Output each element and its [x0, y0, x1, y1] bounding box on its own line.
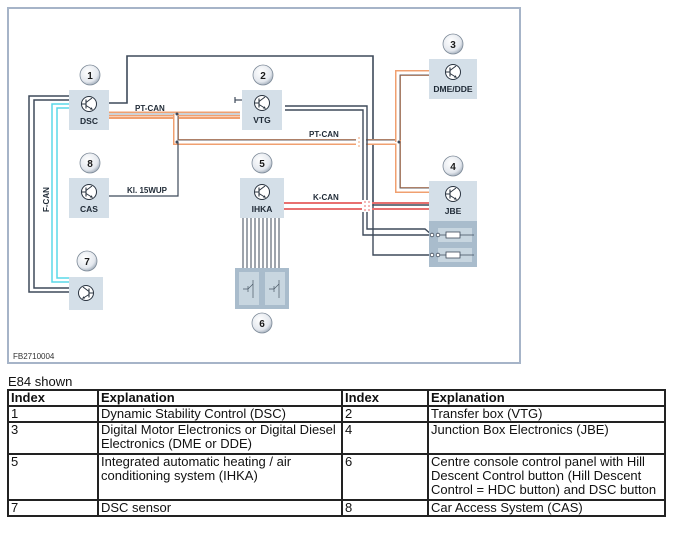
- transistor-icon: [444, 185, 462, 203]
- network-diagram: DSC VTG DME/DDE JBE: [7, 7, 521, 364]
- table-row: 3 Digital Motor Electronics or Digital D…: [7, 421, 666, 455]
- svg-text:1: 1: [87, 71, 93, 82]
- cell-index: 6: [341, 453, 429, 501]
- header-explanation: Explanation: [97, 389, 343, 407]
- cell-index: 3: [7, 421, 99, 455]
- module-label: DME/DDE: [433, 84, 473, 94]
- module-label: VTG: [253, 115, 271, 125]
- fuse-icon: [429, 248, 474, 262]
- index-bubble-8: 8: [79, 152, 101, 174]
- bus-label-k-can: K-CAN: [313, 193, 339, 202]
- wire-kl15wup: [109, 142, 179, 197]
- cell-index: 7: [7, 499, 99, 517]
- figure-id: FB2710004: [13, 352, 55, 361]
- bus-label-pt-can: PT-CAN: [135, 104, 165, 113]
- svg-text:6: 6: [259, 319, 265, 330]
- figure-caption: E84 shown: [8, 374, 73, 389]
- header-index: Index: [341, 389, 429, 407]
- cell-index: 8: [341, 499, 429, 517]
- fuse-icon: [429, 228, 474, 242]
- index-bubble-7: 7: [76, 250, 98, 272]
- module-jbe: JBE: [429, 181, 477, 267]
- cell-explanation: Integrated automatic heating / air condi…: [97, 453, 343, 501]
- table-row: 5 Integrated automatic heating / air con…: [7, 453, 666, 501]
- cell-explanation: DSC sensor: [97, 499, 343, 517]
- module-dsc-sensor: [69, 277, 103, 310]
- svg-text:2: 2: [260, 71, 266, 82]
- cell-explanation: Car Access System (CAS): [427, 499, 666, 517]
- module-dsc: DSC: [69, 90, 109, 130]
- cell-explanation: Dynamic Stability Control (DSC): [97, 405, 343, 423]
- bus-label-f-can: F-CAN: [42, 187, 51, 212]
- cell-index: 4: [341, 421, 429, 455]
- svg-text:3: 3: [450, 40, 456, 51]
- module-label: JBE: [445, 206, 462, 216]
- module-dme-dde: DME/DDE: [429, 59, 477, 99]
- module-centre-console-panel: [235, 268, 289, 309]
- bus-label-pt-can: PT-CAN: [309, 130, 339, 139]
- wire-vtg-jbe: [285, 105, 433, 236]
- cell-explanation: Transfer box (VTG): [427, 405, 666, 423]
- table-row: 1 Dynamic Stability Control (DSC) 2 Tran…: [7, 405, 666, 423]
- module-label: DSC: [80, 116, 98, 126]
- wires: [28, 55, 433, 293]
- bus-label-kl15wup: Kl. 15WUP: [127, 186, 168, 195]
- svg-text:7: 7: [84, 257, 90, 268]
- transistor-icon: [253, 183, 271, 201]
- table-row: 7 DSC sensor 8 Car Access System (CAS): [7, 499, 666, 517]
- cell-explanation: Digital Motor Electronics or Digital Die…: [97, 421, 343, 455]
- index-bubble-5: 5: [251, 152, 273, 174]
- wire-dsc-jbe: [109, 55, 432, 206]
- cell-explanation: Centre console control panel with Hill D…: [427, 453, 666, 501]
- header-explanation: Explanation: [427, 389, 666, 407]
- svg-text:8: 8: [87, 159, 93, 170]
- transistor-icon: [444, 63, 462, 81]
- index-bubble-3: 3: [442, 33, 464, 55]
- cell-index: 2: [341, 405, 429, 423]
- legend-header-row: Index Explanation Index Explanation: [7, 389, 666, 407]
- cell-explanation: Junction Box Electronics (JBE): [427, 421, 666, 455]
- module-cas: CAS: [69, 178, 109, 218]
- transistor-icon: [80, 183, 98, 201]
- transistor-icon: [253, 94, 271, 112]
- module-label: IHKA: [252, 204, 273, 214]
- index-bubble-6: 6: [251, 312, 273, 334]
- svg-text:4: 4: [450, 162, 456, 173]
- svg-text:5: 5: [259, 159, 265, 170]
- module-label: CAS: [80, 204, 98, 214]
- module-ihka: IHKA: [240, 178, 284, 218]
- transistor-icon: [80, 95, 98, 113]
- ihka-panel-wires: [242, 218, 280, 268]
- legend-table: Index Explanation Index Explanation 1 Dy…: [7, 389, 666, 517]
- index-bubble-2: 2: [252, 64, 274, 86]
- module-vtg: VTG: [242, 90, 282, 130]
- k-can-bus: [284, 200, 432, 212]
- header-index: Index: [7, 389, 99, 407]
- f-can-bus: [28, 95, 69, 293]
- index-bubble-1: 1: [79, 64, 101, 86]
- cell-index: 1: [7, 405, 99, 423]
- index-bubble-4: 4: [442, 155, 464, 177]
- cell-index: 5: [7, 453, 99, 501]
- transistor-icon: [77, 284, 95, 302]
- switch-icon: [243, 280, 280, 298]
